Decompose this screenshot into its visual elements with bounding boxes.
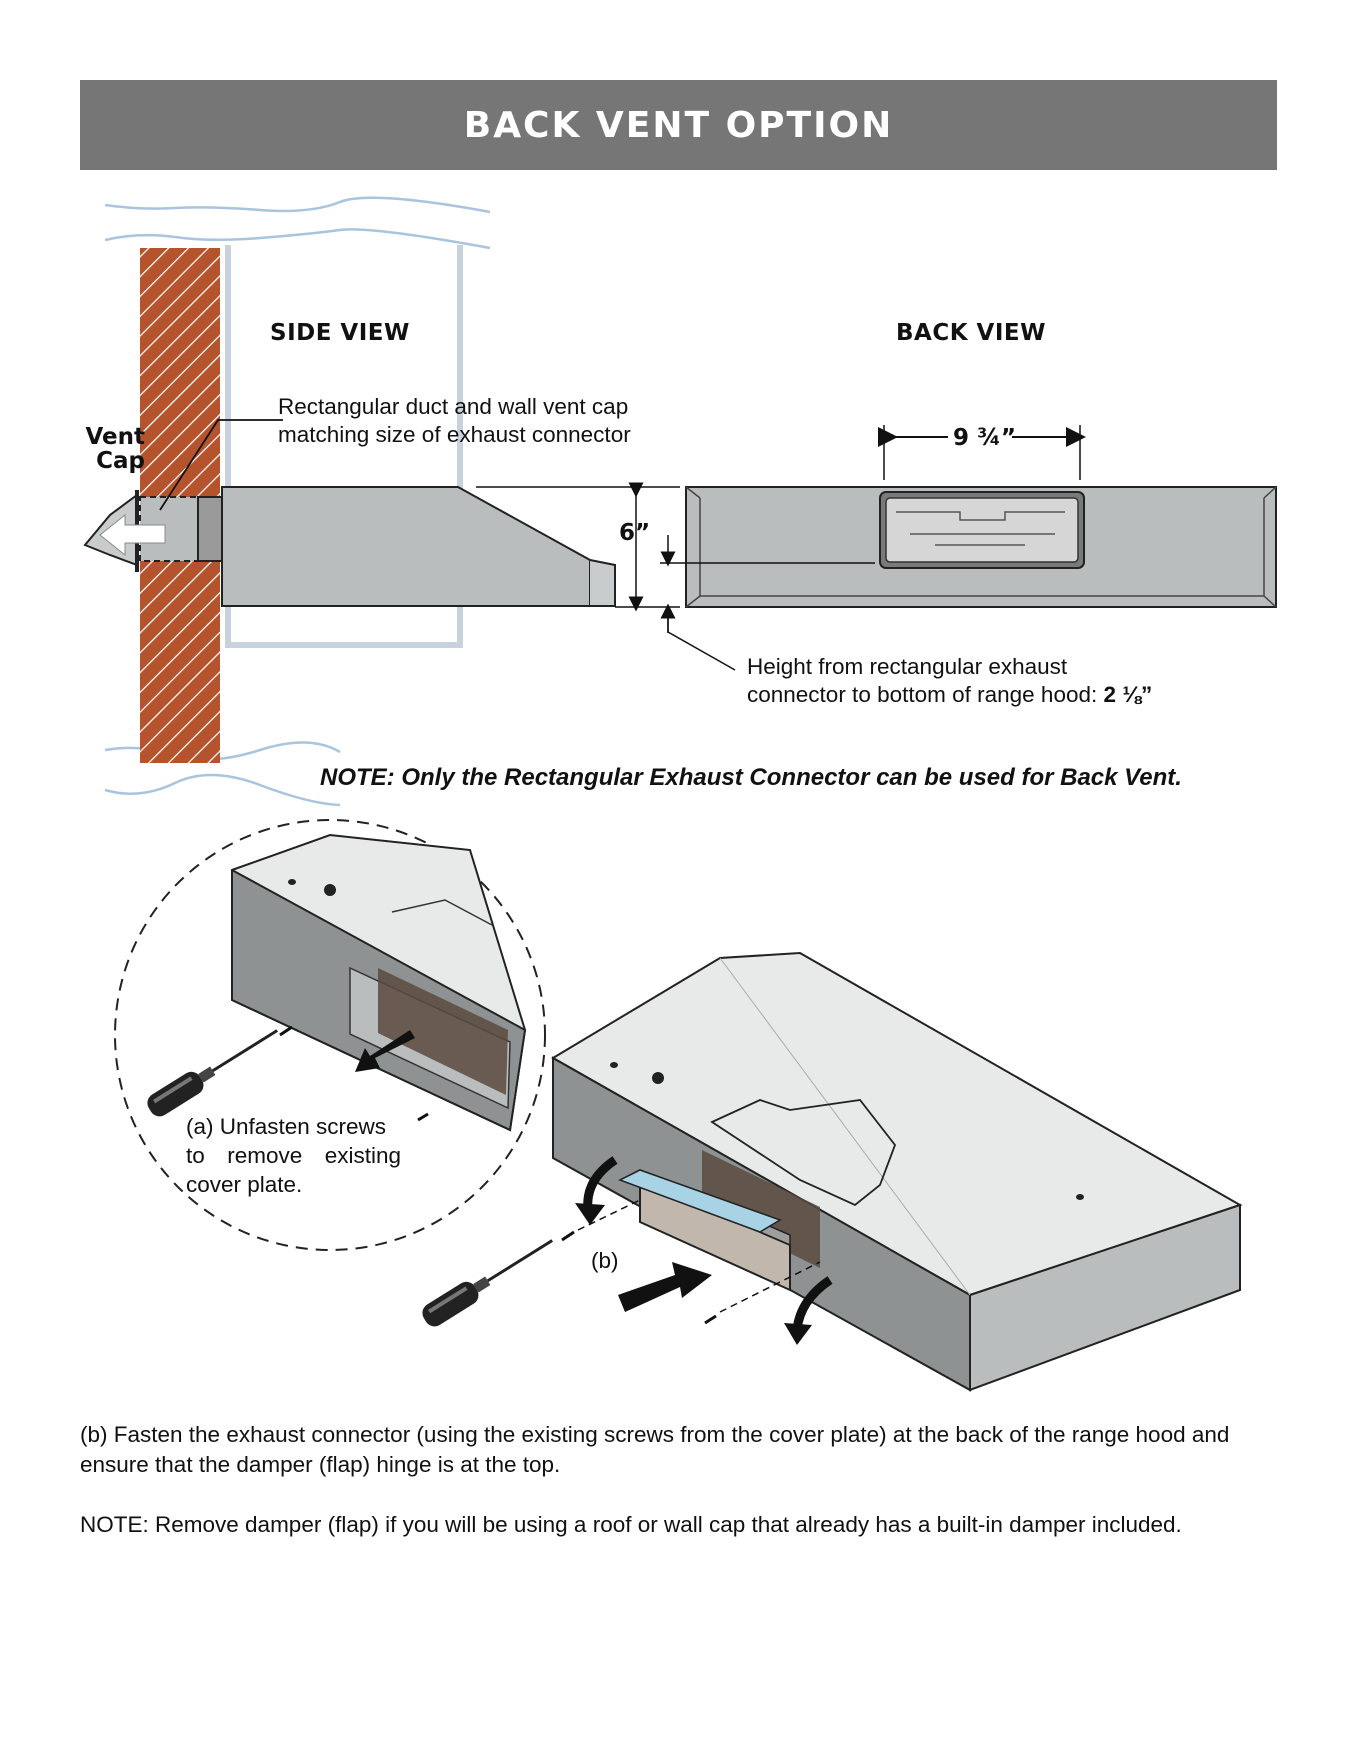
side-view-drawing [83, 196, 680, 807]
height-note-value: 2 ⅛” [1103, 682, 1153, 707]
arrow-icon [618, 1262, 712, 1312]
screw-icon [279, 1025, 293, 1037]
height-note-line-1: Height from rectangular exhaust [747, 654, 1068, 679]
screwdriver-icon [147, 1029, 279, 1117]
step-a-line-2: to remove existing [186, 1143, 401, 1168]
side-view-label: SIDE VIEW [270, 320, 410, 346]
screwdriver-icon [422, 1239, 554, 1327]
hood-front-face [969, 1203, 1241, 1392]
duct-callout: Rectangular duct and wall vent cap match… [278, 393, 631, 449]
height-note: Height from rectangular exhaust connecto… [747, 653, 1152, 709]
step-b-label: (b) [591, 1248, 619, 1273]
step-a-line-1: (a) Unfasten screws [186, 1114, 387, 1139]
cabinet-outline [225, 245, 463, 648]
arrow-icon [355, 1030, 415, 1072]
height-dimension: 6” [619, 520, 651, 546]
damper-flap [618, 1169, 782, 1233]
vent-cap-label: Vent Cap [80, 425, 145, 473]
installation-diagram [83, 196, 1277, 1392]
screw-icon [704, 1314, 717, 1325]
damper-note-paragraph: NOTE: Remove damper (flap) if you will b… [80, 1512, 1182, 1537]
step-a-line-3: cover plate. [186, 1172, 303, 1197]
wall-break-line [104, 228, 491, 250]
duct-callout-line-2: matching size of exhaust connector [278, 422, 631, 447]
back-vent-note: NOTE: Only the Rectangular Exhaust Conne… [320, 764, 1182, 791]
hood-side-profile [221, 486, 591, 607]
range-hood-3d [422, 951, 1243, 1392]
vent-cap-label-line-2: Cap [96, 448, 145, 474]
step-a-instructions: (a) Unfasten screws to remove existing c… [186, 1112, 401, 1199]
duct-callout-line-1: Rectangular duct and wall vent cap [278, 394, 629, 419]
airflow-arrow-icon [99, 513, 166, 557]
screw-icon [561, 1230, 575, 1242]
page-title: BACK VENT OPTION [463, 104, 894, 146]
step-b-paragraph: (b) Fasten the exhaust connector (using … [80, 1422, 1230, 1477]
height-note-line-2: connector to bottom of range hood: [747, 682, 1098, 707]
wall-break-line [104, 196, 491, 214]
connector-width-dimension: 9 ¾” [953, 425, 1016, 451]
opening [378, 968, 508, 1095]
back-view-label: BACK VIEW [896, 320, 1046, 346]
screw-icon [417, 1112, 429, 1122]
title-banner: BACK VENT OPTION [80, 80, 1277, 170]
motor-mount-outline [710, 1099, 897, 1207]
wall-break-line [104, 773, 341, 807]
vent-cap-label-line-1: Vent [85, 424, 145, 450]
detail-circle-step-a [114, 819, 546, 1251]
back-view-drawing [660, 425, 1277, 671]
